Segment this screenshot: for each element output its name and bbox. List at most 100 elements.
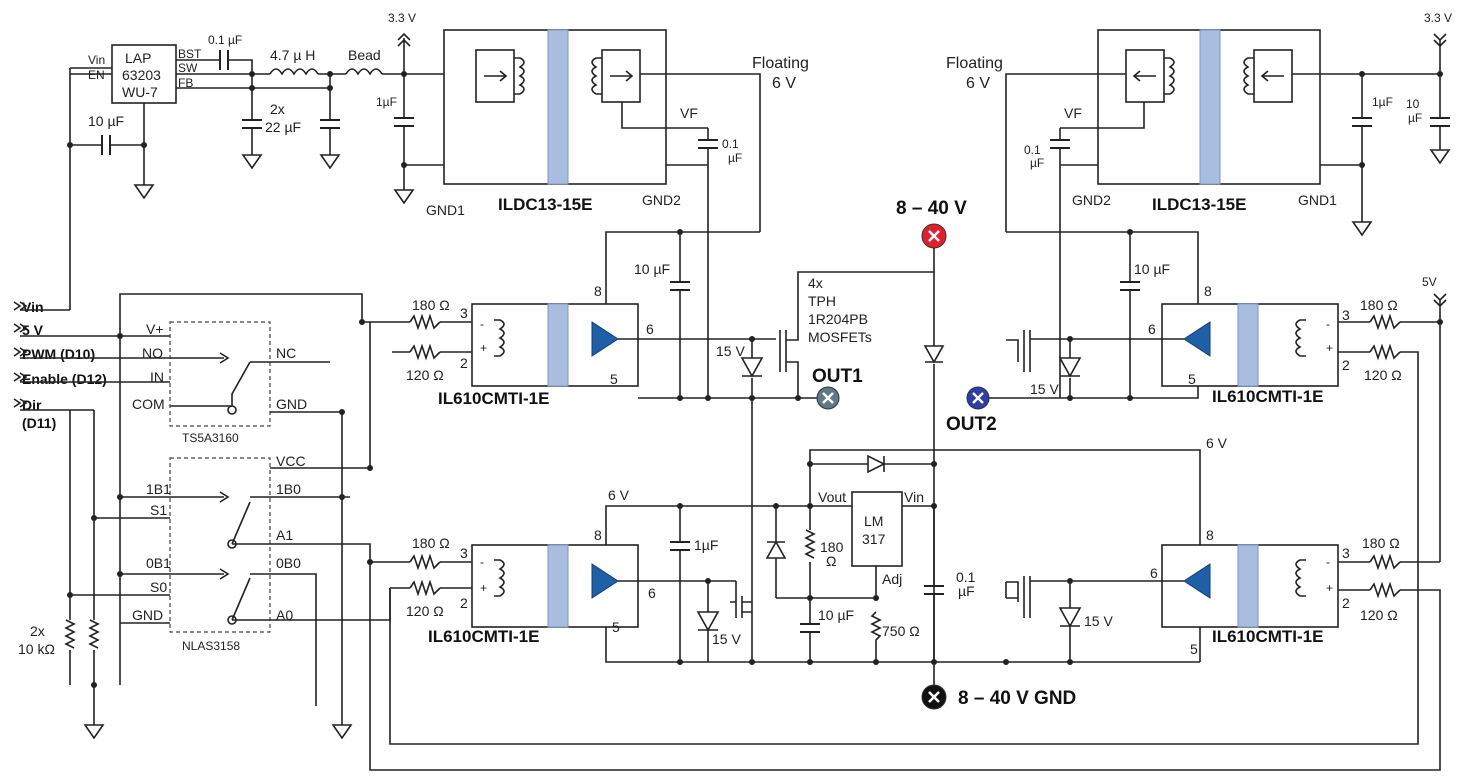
out2-label: OUT2 [946, 414, 997, 435]
input-5v: 5 V [22, 322, 44, 338]
tr-driver-name: IL610CMTI-1E [1212, 387, 1323, 406]
bl-pin6: 6 [648, 585, 656, 601]
sw1-name: TS5A3160 [182, 431, 239, 445]
lm317-line2: 317 [862, 531, 886, 547]
tr-pin3: 3 [1342, 307, 1350, 323]
output-cap-count: 2x [270, 101, 285, 117]
vf-right-label: VF [1064, 105, 1082, 121]
r180-vertical-unit: Ω [826, 553, 836, 569]
tl-minus: - [480, 317, 484, 331]
tl-plus: + [480, 341, 487, 355]
input-vin: Vin [22, 299, 44, 315]
zener-top-left [740, 357, 764, 378]
sw2-a0: A0 [276, 607, 293, 623]
c10uf-top-right: 10 µF [1134, 261, 1170, 277]
bl-plus: + [480, 581, 487, 595]
isolator-left-name: ILDC13-15E [498, 195, 592, 214]
inductor-label: 4.7 µ H [270, 47, 315, 63]
sw2-1b1: 1B1 [146, 481, 171, 497]
tl-r180: 180 Ω [412, 297, 450, 313]
z15-bl: 15 V [712, 631, 741, 647]
bl-minus: - [480, 555, 484, 569]
vf-right-cap: 0.1 [1024, 143, 1041, 157]
tl-pin6: 6 [646, 321, 654, 337]
br-r120: 120 Ω [1360, 607, 1398, 623]
sw1-no: NO [142, 345, 163, 361]
tr-pin2: 2 [1342, 357, 1350, 373]
gnd1-right-label: GND1 [1298, 192, 1337, 208]
mosfets-label: MOSFETs [808, 329, 872, 345]
floating-right-label: Floating [946, 55, 1003, 72]
floating-left-voltage: 6 V [772, 75, 796, 92]
c10uf-top-label: 10 µF [634, 261, 670, 277]
br-r180: 180 Ω [1362, 535, 1400, 551]
inductor [269, 68, 319, 76]
input-enable: Enable (D12) [22, 371, 107, 387]
sw2-name: NLAS3158 [182, 639, 240, 653]
sw1-gnd: GND [276, 396, 307, 412]
vf-left-cap-unit: µF [728, 151, 742, 165]
br-pin2: 2 [1342, 595, 1350, 611]
tr-pin8: 8 [1204, 283, 1212, 299]
regulator-vin-pin: Vin [88, 53, 105, 67]
r180-vertical: 180 [820, 539, 844, 555]
bst-cap-label: 0.1 µF [208, 33, 242, 47]
power-stage: 10 µF 4x TPH 1R204PB MOSFETs 15 V OUT1 8… [634, 198, 1170, 710]
input-section: Vin 5 V PWM (D10) Enable (D12) Dir (D11)… [13, 293, 391, 740]
bl-pin5: 5 [612, 619, 620, 635]
vf-left-label: VF [680, 105, 698, 121]
sw2-a1: A1 [276, 527, 293, 543]
right-10uf-cap: 10 [1406, 97, 1420, 111]
r750-label: 750 Ω [882, 623, 920, 639]
protection-diode [810, 454, 934, 474]
supply-3v3-right: 3.3 V [1424, 11, 1452, 25]
input-dir: Dir [22, 397, 42, 413]
bl-r180: 180 Ω [412, 535, 450, 551]
sw1-in: IN [150, 369, 164, 385]
sw1-nc: NC [276, 345, 296, 361]
lm317-vout: Vout [818, 489, 846, 505]
ground-label: 8 – 40 V GND [958, 688, 1076, 709]
vf-left-cap: 0.1 [722, 137, 739, 151]
isolator-right-name: ILDC13-15E [1152, 195, 1246, 214]
driver-top-left: 180 Ω 120 Ω 3 2 - + 8 6 5 IL610CMTI-1E [362, 231, 824, 408]
driver-top-right: 5V 180 Ω 120 Ω 3 2 - + 8 6 5 IL610CMTI-1… [389, 231, 1447, 745]
supply-5v-right: 5V [1422, 275, 1437, 289]
junctions [67, 71, 1443, 688]
bl-r120: 120 Ω [406, 603, 444, 619]
buck-regulator: LAP 63203 WU-7 Vin EN BST SW FB 0.1 µF 4… [69, 11, 444, 310]
sw2-s1: S1 [150, 502, 167, 518]
regulator-suffix: WU-7 [122, 84, 158, 100]
mosfets-maker: TPH [808, 293, 836, 309]
sw2-gnd: GND [132, 607, 163, 623]
right-1uf-cap: 1µF [1372, 95, 1393, 109]
output-cap-value: 22 µF [265, 119, 301, 135]
tl-pin5: 5 [610, 371, 618, 387]
right-10uf-cap-unit: µF [1408, 111, 1422, 125]
regulator-sw-pin: SW [178, 61, 198, 75]
tl-r120: 120 Ω [406, 367, 444, 383]
c01-center-unit: µF [958, 583, 975, 599]
floating-left-label: Floating [752, 55, 809, 72]
bl-pin2: 2 [460, 595, 468, 611]
pulldown-value: 10 kΩ [18, 641, 55, 657]
tl-pin2: 2 [460, 355, 468, 371]
lm317-adj: Adj [882, 571, 902, 587]
ferrite-bead [345, 68, 383, 76]
br-driver-name: IL610CMTI-1E [1212, 627, 1323, 646]
gnd2-left-label: GND2 [642, 192, 681, 208]
c1uf-lower: 1µF [694, 537, 718, 553]
sw2-0b1: 0B1 [146, 555, 171, 571]
regulator-part: 63203 [122, 67, 161, 83]
tr-r180: 180 Ω [1360, 297, 1398, 313]
input-pwm: PWM (D10) [22, 346, 95, 362]
z15-tr: 15 V [1030, 381, 1059, 397]
bl-pin3: 3 [460, 545, 468, 561]
tr-r120: 120 Ω [1364, 367, 1402, 383]
input-cap-label: 10 µF [88, 113, 124, 129]
gnd1-left-label: GND1 [426, 202, 465, 218]
regulator-bst-pin: BST [178, 47, 202, 61]
c10uf-lm-label: 10 µF [818, 607, 854, 623]
br-pin6: 6 [1150, 565, 1158, 581]
